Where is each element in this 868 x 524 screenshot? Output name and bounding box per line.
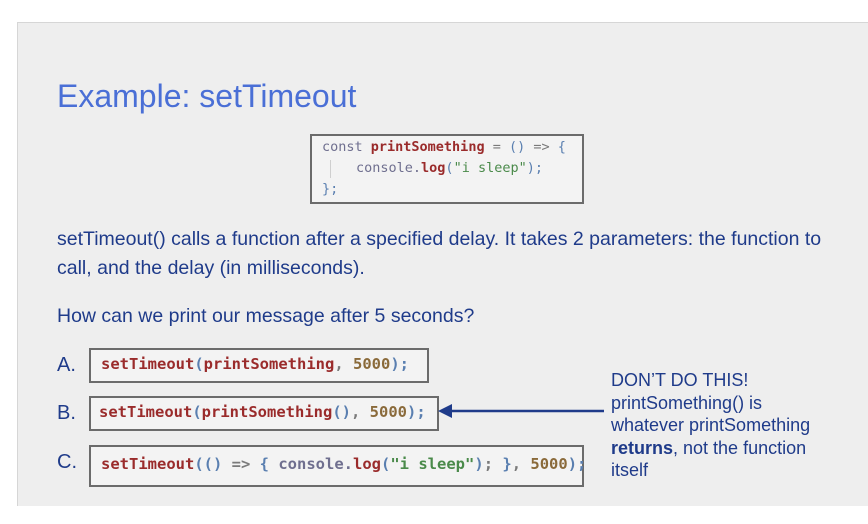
option-c-letter: C. xyxy=(57,451,77,473)
code-keyword: const xyxy=(322,139,363,155)
code-paren: ( xyxy=(194,355,204,373)
code-paren: ); xyxy=(526,160,543,176)
code-operator: = xyxy=(484,139,509,155)
code-comma: , xyxy=(511,455,531,473)
code-definition-block: const printSomething = () => { console.l… xyxy=(310,134,584,204)
option-c-line: setTimeout(() => { console.log("i sleep"… xyxy=(101,455,586,473)
option-a-line: setTimeout(printSomething, 5000); xyxy=(101,355,409,373)
annotation-line-4: returns, not the function xyxy=(611,437,861,460)
option-c-code[interactable]: setTimeout(() => { console.log("i sleep"… xyxy=(89,445,586,487)
code-number: 5000 xyxy=(353,355,391,373)
code-paren: ); xyxy=(407,403,426,421)
annotation-line-1: DON’T DO THIS! xyxy=(611,370,749,390)
code-arrow: => xyxy=(525,139,558,155)
option-b-letter: B. xyxy=(57,402,76,424)
annotation-line-2: printSomething() is xyxy=(611,392,763,413)
question-text: How can we print our message after 5 sec… xyxy=(57,305,475,327)
code-paren: ) xyxy=(474,455,484,473)
slide-title: Example: setTimeout xyxy=(57,78,357,114)
code-paren: ( xyxy=(192,403,202,421)
code-paren: (( xyxy=(194,455,213,473)
code-paren: () xyxy=(508,139,526,155)
code-arrow: => xyxy=(222,455,260,473)
code-function-name: printSomething xyxy=(370,139,485,155)
option-a-letter: A. xyxy=(57,354,76,376)
code-function-name: setTimeout xyxy=(101,455,195,473)
code-paren: ); xyxy=(567,455,587,473)
option-b-line: setTimeout(printSomething(), 5000); xyxy=(99,403,426,421)
code-comma: , xyxy=(351,403,370,421)
code-line-1: const printSomething = () => { xyxy=(322,139,566,155)
code-line-3: }; xyxy=(322,181,338,197)
code-string: "i sleep" xyxy=(453,160,527,176)
annotation-line-5: itself xyxy=(611,460,649,480)
annotation-line-4-rest: , not the function xyxy=(673,437,807,458)
code-argument: printSomething xyxy=(203,355,335,373)
code-brace: }; xyxy=(322,181,339,197)
code-method: log xyxy=(353,455,381,473)
code-paren: ); xyxy=(390,355,409,373)
code-brace: { xyxy=(259,455,279,473)
option-b-code[interactable]: setTimeout(printSomething(), 5000); xyxy=(89,396,439,431)
code-semicolon: ; xyxy=(483,455,503,473)
indent-guide xyxy=(330,160,331,178)
arrow-icon xyxy=(438,404,604,418)
code-argument: printSomething xyxy=(201,403,333,421)
annotation-line-3: whatever printSomething xyxy=(611,415,811,435)
code-string: "i sleep" xyxy=(390,455,475,473)
annotation-bold-word: returns xyxy=(611,437,674,458)
code-function-name: setTimeout xyxy=(101,355,195,373)
code-function-name: setTimeout xyxy=(99,403,193,421)
code-paren: ( xyxy=(445,160,454,176)
code-paren: ) xyxy=(213,455,223,473)
code-call-parens: () xyxy=(332,403,351,421)
code-paren: ( xyxy=(381,455,391,473)
description-text: setTimeout() calls a function after a sp… xyxy=(57,228,822,279)
code-object: console. xyxy=(356,160,422,176)
code-brace: } xyxy=(502,455,512,473)
code-method: log xyxy=(421,160,446,176)
code-brace: { xyxy=(557,139,566,155)
code-line-2: console.log("i sleep"); xyxy=(356,160,543,176)
code-number: 5000 xyxy=(369,403,407,421)
option-a-code[interactable]: setTimeout(printSomething, 5000); xyxy=(89,348,429,383)
code-comma: , xyxy=(334,355,353,373)
code-object: console. xyxy=(278,455,353,473)
warning-annotation: DON’T DO THIS! printSomething() is whate… xyxy=(611,369,861,482)
code-number: 5000 xyxy=(530,455,568,473)
